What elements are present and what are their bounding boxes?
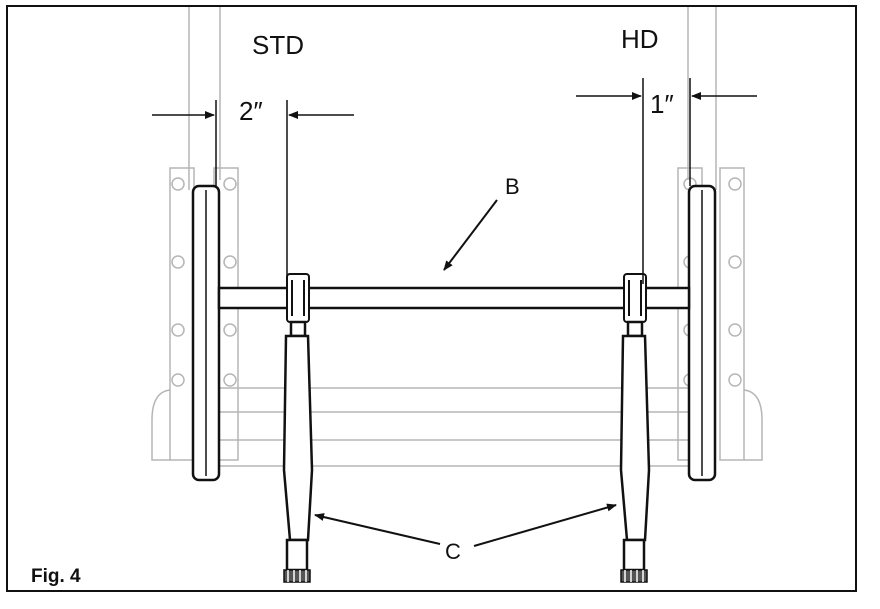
left-collar [286,273,310,323]
right-foot [620,569,648,583]
left-wheel [191,184,221,482]
background-frame [151,7,763,467]
label-hd: HD [621,24,659,54]
dimension-hd [576,78,757,284]
right-collar [623,273,647,323]
callout-b-arrow [443,199,498,271]
right-leg [619,320,651,572]
callout-b-label: B [505,174,520,199]
figure-caption: Fig. 4 [31,566,81,587]
callout-c-arrows [314,503,617,547]
dimension-hd-value: 1″ [650,89,674,119]
right-wheel [687,184,717,482]
label-std: STD [252,30,304,60]
left-foot [283,569,311,583]
shaft-b [217,286,691,310]
dimension-std [152,100,354,284]
dimension-std-value: 2″ [239,96,263,126]
callout-c-label: C [445,539,461,564]
left-leg [282,320,314,572]
